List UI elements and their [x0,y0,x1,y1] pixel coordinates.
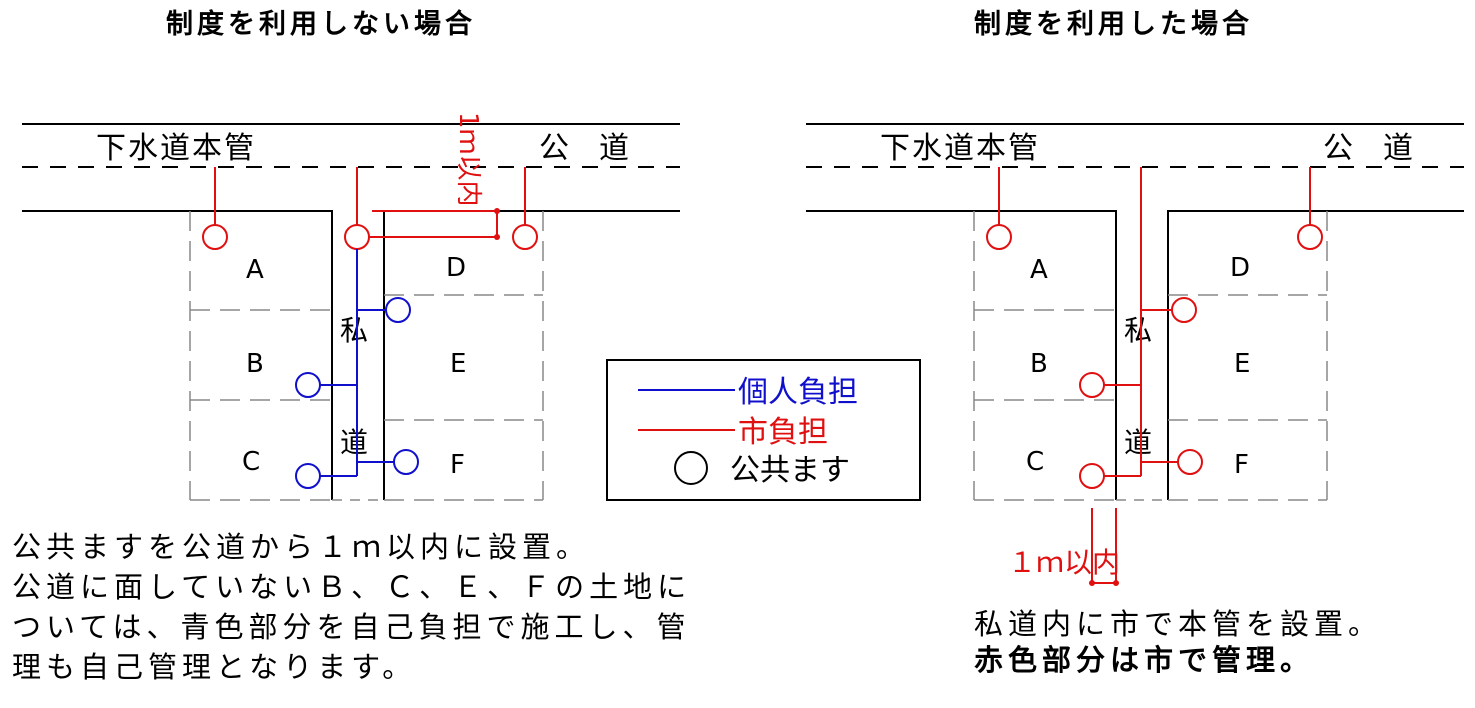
left-road-bottom-edge [22,210,333,500]
left-lot-f: F [450,450,465,480]
left-private-road-label-2: 道 [340,426,368,459]
left-city-pipes [202,167,538,250]
right-note-line-1: 私道内に市で本管を設置。 [974,607,1383,641]
right-note: 私道内に市で本管を設置。 赤色部分は市で管理。 [974,606,1382,678]
left-lot-d: D [446,253,466,283]
left-note-line-2: 公道に面していないＢ、Ｃ、Ｅ、Ｆの土地に [12,570,692,604]
right-road-bottom-edge [806,210,1117,500]
right-lot-a: A [1030,255,1048,285]
left-lot-c: C [242,447,260,477]
right-distance-label: １ｍ以内 [1008,546,1120,579]
left-lot-b: B [246,349,264,379]
right-lot-d: D [1230,253,1250,283]
left-note: 公共ますを公道から１ｍ以内に設置。 公道に面していないＢ、Ｃ、Ｅ、Ｆの土地に つ… [12,527,691,687]
right-public-road-label: 公 道 [1323,131,1413,166]
right-title: 制度を利用した場合 [974,9,1253,40]
right-road-bottom-edge-right [1167,210,1464,500]
left-note-line-4: 理も自己管理となります。 [12,650,417,684]
left-lot-e: E [450,349,466,379]
legend-city-label: 市負担 [738,415,828,450]
left-private-road-label-1: 私 [340,314,368,347]
right-lot-c: C [1026,447,1044,477]
left-note-line-1: 公共ますを公道から１ｍ以内に設置。 [12,530,591,564]
right-diagram: 下水道本管 公 道 私 道 A B C D E F [806,123,1464,586]
right-lot-f: F [1234,450,1249,480]
left-lot-a: A [246,255,264,285]
legend: 個人負担 市負担 公共ます [606,359,921,501]
left-public-road-label: 公 道 [539,131,629,166]
left-title: 制度を利用しない場合 [166,9,476,40]
legend-public-basin-icon [674,451,708,485]
left-diagram: 下水道本管 公 道 私 道 A B C D E F 1ｍ以内 [22,112,680,501]
left-personal-pipes [295,249,419,489]
right-city-pipes [986,167,1323,584]
left-lot-boundaries [189,211,544,501]
right-private-road-label-2: 道 [1124,426,1152,459]
right-private-road-label-1: 私 [1124,314,1152,347]
right-lot-boundaries [973,211,1328,501]
legend-basin-label: 公共ます [730,453,850,488]
right-lot-e: E [1234,349,1250,379]
left-sewer-main-label: 下水道本管 [96,131,256,166]
right-sewer-main-label: 下水道本管 [880,131,1040,166]
right-lot-b: B [1030,349,1048,379]
left-distance-label: 1ｍ以内 [453,112,483,207]
left-note-line-3: ついては、青色部分を自己負担で施工し、管 [12,610,691,644]
right-note-line-2: 赤色部分は市で管理。 [974,643,1315,677]
legend-personal-label: 個人負担 [738,375,858,410]
